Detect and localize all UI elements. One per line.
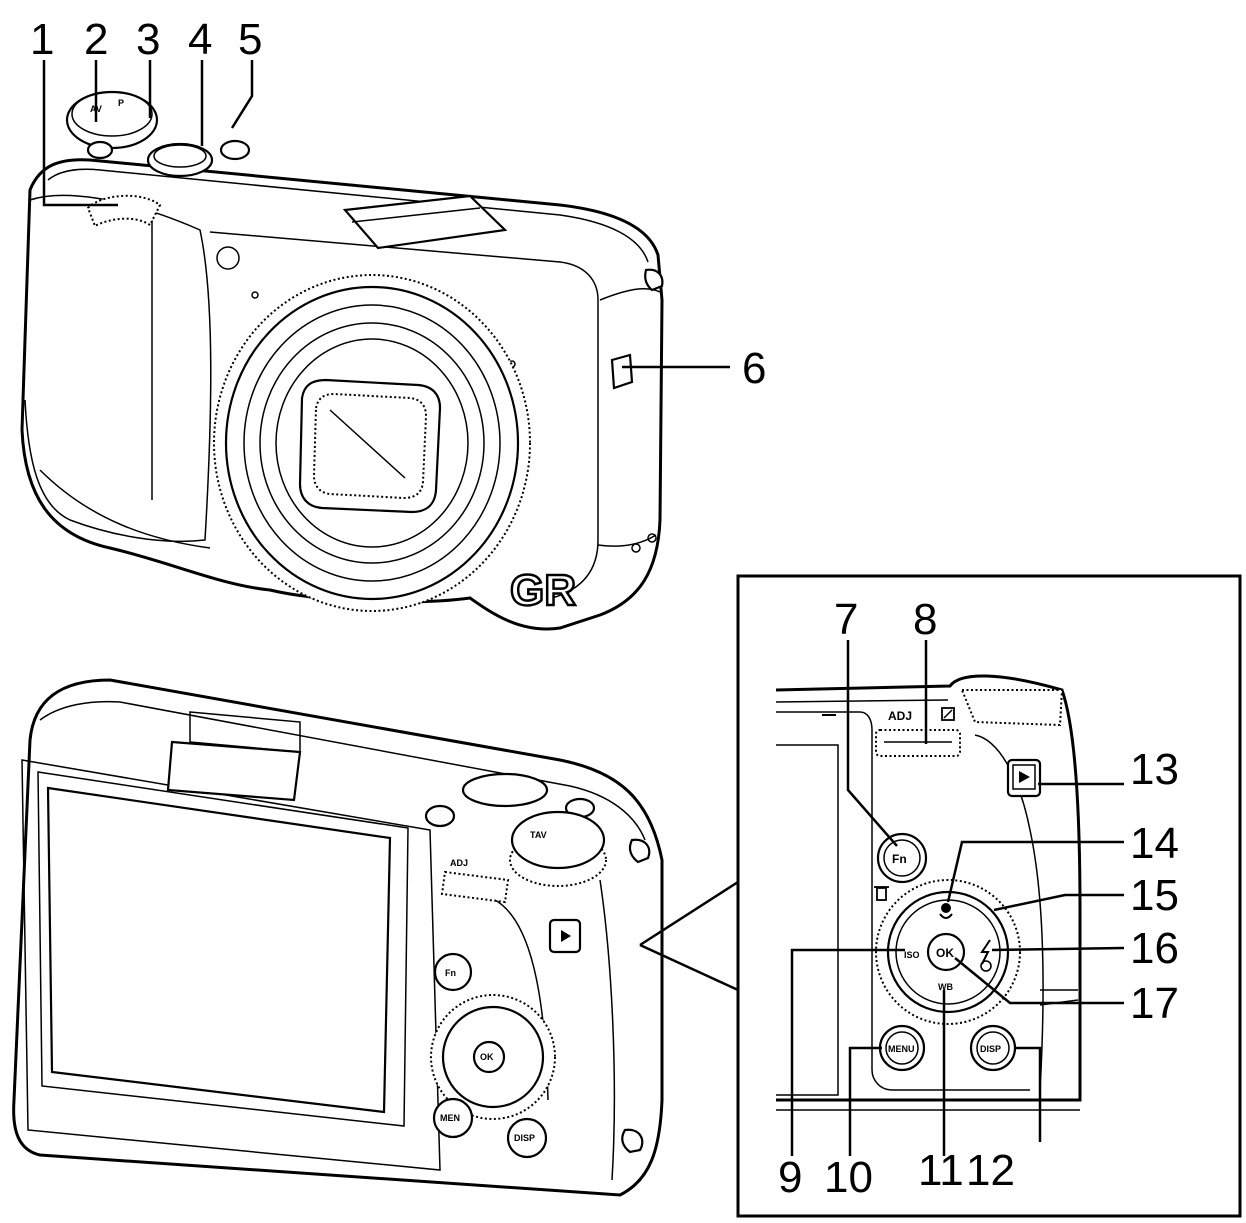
callout-8: 8: [913, 595, 937, 644]
callout-10: 10: [824, 1153, 873, 1202]
adj-lever: [876, 730, 960, 756]
wb-label: WB: [938, 982, 953, 992]
strap-eyelet-back-2: [622, 1130, 642, 1152]
menu-label: MENU: [888, 1044, 915, 1054]
callout-4: 4: [188, 15, 212, 64]
mode-dial-mark-2: P: [118, 98, 124, 108]
fn-label-back: Fn: [445, 968, 456, 978]
strap-eyelet-back: [630, 840, 649, 862]
callout-1: 1: [30, 15, 54, 64]
callout-17: 17: [1130, 979, 1179, 1028]
adj-label-back: ADJ: [450, 858, 468, 868]
callout-13: 13: [1130, 745, 1179, 794]
callout-15: 15: [1130, 871, 1179, 920]
ok-label-back: OK: [480, 1052, 494, 1062]
shutter-button: [148, 144, 212, 176]
mode-dial-back-mark: TAV: [530, 830, 547, 840]
callout-9: 9: [778, 1153, 802, 1202]
callout-16: 16: [1130, 924, 1179, 973]
brand-logo: GR: [510, 566, 576, 615]
callout-12: 12: [966, 1146, 1015, 1195]
iso-label: ISO: [904, 950, 920, 960]
terminal-cover: [612, 355, 632, 388]
mode-dial-back-top: [512, 812, 604, 868]
power-back: [426, 806, 454, 826]
shutter-back: [463, 774, 547, 806]
callout-6: 6: [742, 344, 766, 393]
adj-label: ADJ: [888, 709, 912, 723]
power-button: [221, 141, 249, 159]
camera-back-view: TAV ADJ Fn OK MEN DISP: [14, 680, 662, 1195]
callout-11: 11: [918, 1146, 964, 1195]
callout-7: 7: [834, 595, 858, 644]
callout-5: 5: [238, 15, 262, 64]
disp-label-back: DISP: [514, 1133, 535, 1143]
detail-mode-dial: [962, 690, 1062, 725]
ok-label: OK: [936, 946, 954, 960]
menu-label-back: MEN: [440, 1113, 460, 1123]
disp-label: DISP: [980, 1044, 1001, 1054]
fn-label: Fn: [892, 852, 907, 866]
camera-front-view: AV P GR: [22, 92, 662, 629]
mode-lock-button: [88, 142, 112, 158]
callout-14: 14: [1130, 819, 1179, 868]
strap-eyelet: [645, 270, 662, 290]
callout-2: 2: [84, 15, 108, 64]
lcd-monitor: [48, 788, 390, 1112]
callout-3: 3: [136, 15, 160, 64]
